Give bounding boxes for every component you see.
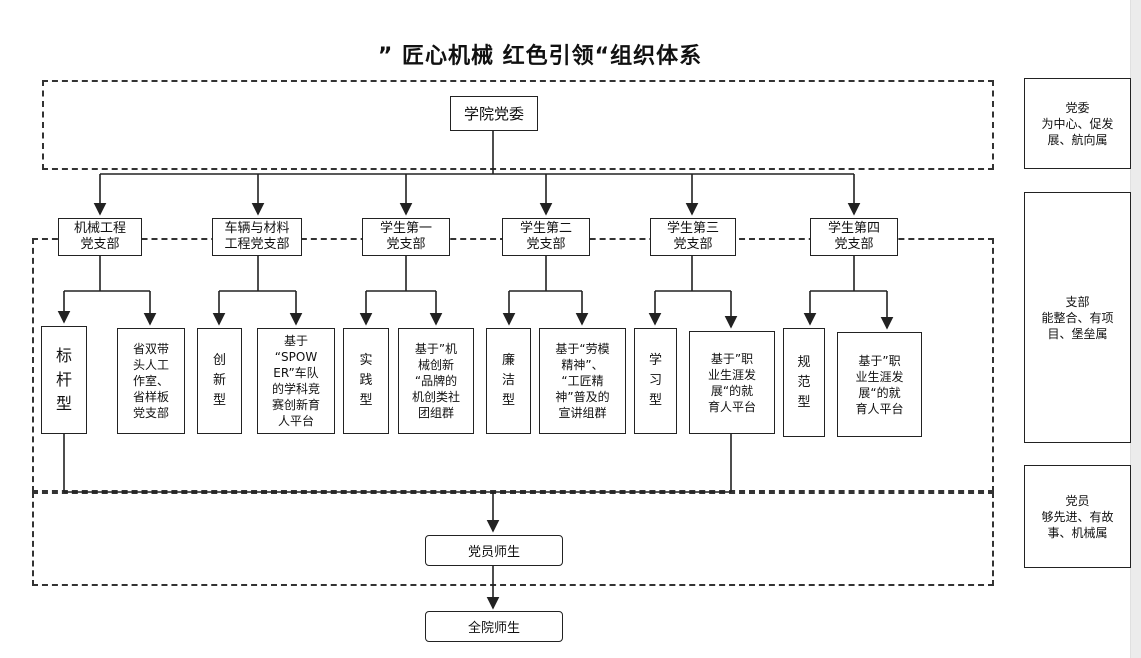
side-label-member: 党员 够先进、有故 事、机械属	[1024, 465, 1131, 568]
branch-node-3: 学生第一 党支部	[362, 218, 450, 256]
side-committee-text: 党委 为中心、促发 展、航向属	[1041, 100, 1114, 147]
type-label-standard: 规 范 型	[797, 354, 811, 410]
desc-label-5: 基于”职 业生涯发 展“的就 育人平台	[707, 351, 756, 414]
branch-label-1: 机械工程 党支部	[73, 221, 126, 252]
branch-label-2: 车辆与材料 工程党支部	[224, 221, 290, 252]
desc-label-2: 基于 “SPOW ER”车队 的学科竞 赛创新育 人平台	[271, 334, 320, 428]
side-member-text: 党员 够先进、有故 事、机械属	[1041, 493, 1114, 540]
branch-label-6: 学生第四 党支部	[827, 221, 880, 252]
desc-node-4: 基于“劳模 精神”、 “工匠精 神”普及的 宣讲组群	[539, 328, 626, 434]
type-label-learning: 学 习 型	[648, 353, 662, 408]
side-label-committee: 党委 为中心、促发 展、航向属	[1024, 78, 1131, 169]
type-label-benchmark: 标 杆 型	[55, 346, 72, 413]
type-node-practice: 实 践 型	[343, 328, 389, 434]
type-label-integrity: 廉 洁 型	[501, 353, 515, 408]
college-committee-node: 学院党委	[450, 96, 538, 131]
desc-label-1: 省双带 头人工 作室、 省样板 党支部	[132, 342, 169, 420]
type-node-innovation: 创 新 型	[197, 328, 242, 434]
desc-node-1: 省双带 头人工 作室、 省样板 党支部	[117, 328, 185, 434]
desc-node-5: 基于”职 业生涯发 展“的就 育人平台	[689, 331, 775, 434]
type-node-benchmark: 标 杆 型	[41, 326, 87, 434]
desc-node-3: 基于”机 械创新 “品牌的 机创类社 团组群	[398, 328, 474, 434]
type-node-learning: 学 习 型	[634, 328, 677, 434]
desc-label-4: 基于“劳模 精神”、 “工匠精 神”普及的 宣讲组群	[555, 342, 610, 420]
committee-layer	[42, 80, 994, 170]
desc-node-6: 基于”职 业生涯发 展“的就 育人平台	[837, 332, 922, 437]
type-node-standard: 规 范 型	[783, 328, 825, 437]
side-branch-text: 支部 能整合、有项 目、堡垒属	[1041, 294, 1114, 341]
type-label-practice: 实 践 型	[359, 353, 373, 408]
party-members-label: 党员师生	[467, 545, 520, 560]
party-members-node: 党员师生	[425, 535, 563, 566]
branch-label-4: 学生第二 党支部	[519, 221, 572, 252]
all-members-label: 全院师生	[467, 621, 520, 636]
branch-node-6: 学生第四 党支部	[810, 218, 898, 256]
type-node-integrity: 廉 洁 型	[486, 328, 531, 434]
branch-label-5: 学生第三 党支部	[666, 221, 719, 252]
side-label-branch: 支部 能整合、有项 目、堡垒属	[1024, 192, 1131, 443]
branch-node-5: 学生第三 党支部	[650, 218, 736, 256]
branch-node-2: 车辆与材料 工程党支部	[212, 218, 302, 256]
branch-label-3: 学生第一 党支部	[379, 221, 432, 252]
desc-label-6: 基于”职 业生涯发 展“的就 育人平台	[855, 353, 904, 416]
diagram-title: ” 匠心机械 红色引领“组织体系	[377, 44, 703, 69]
branch-node-1: 机械工程 党支部	[58, 218, 142, 256]
college-committee-label: 学院党委	[463, 105, 524, 123]
all-members-node: 全院师生	[425, 611, 563, 642]
member-layer	[32, 492, 994, 586]
branch-node-4: 学生第二 党支部	[502, 218, 590, 256]
type-label-innovation: 创 新 型	[212, 353, 226, 408]
desc-label-3: 基于”机 械创新 “品牌的 机创类社 团组群	[411, 342, 460, 420]
desc-node-2: 基于 “SPOW ER”车队 的学科竞 赛创新育 人平台	[257, 328, 335, 434]
